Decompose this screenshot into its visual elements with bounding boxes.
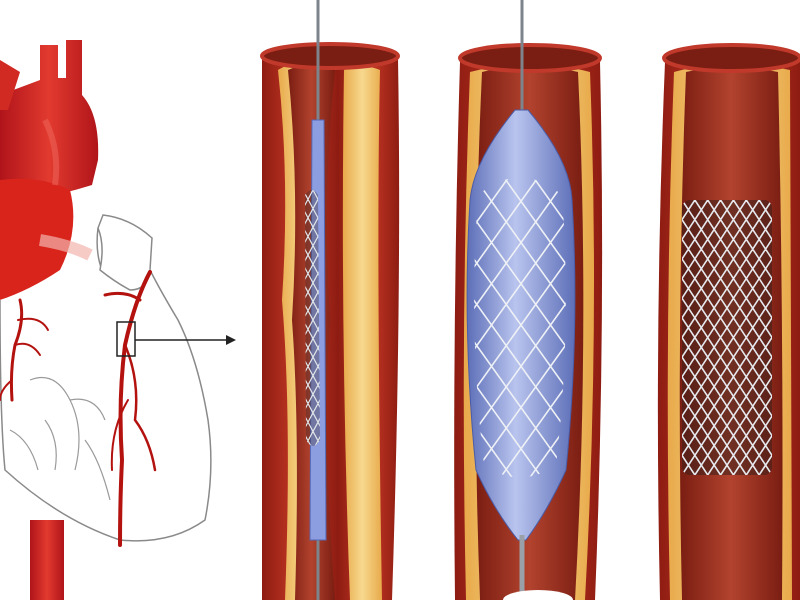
magnified-region-box — [116, 321, 136, 357]
descending-aorta — [30, 520, 64, 600]
deployed-stent — [682, 200, 772, 475]
lower-highlight — [503, 590, 573, 600]
artery-3-opening — [662, 43, 800, 73]
coronary-arteries — [0, 270, 157, 547]
pulmonary-fade — [38, 234, 93, 261]
expanding-stent — [474, 177, 566, 478]
artery-stage-1 — [260, 0, 400, 600]
stent-mesh-strut — [474, 177, 566, 478]
artery-1-opening — [260, 42, 400, 70]
pulmonary-branch — [0, 60, 20, 110]
heart-panel — [0, 40, 236, 600]
pointer-arrow-head — [226, 335, 236, 345]
stent-mesh-strut — [682, 200, 772, 475]
cardiac-veins — [9, 376, 111, 501]
right-heart-chamber — [0, 178, 74, 300]
artery-1-plaque-right — [342, 66, 382, 600]
crimped-stent — [305, 190, 320, 446]
vessel-highlight — [42, 118, 60, 186]
heart-outline — [0, 214, 212, 542]
artery-stage-3 — [657, 43, 800, 600]
artery-2-opening — [458, 43, 602, 73]
